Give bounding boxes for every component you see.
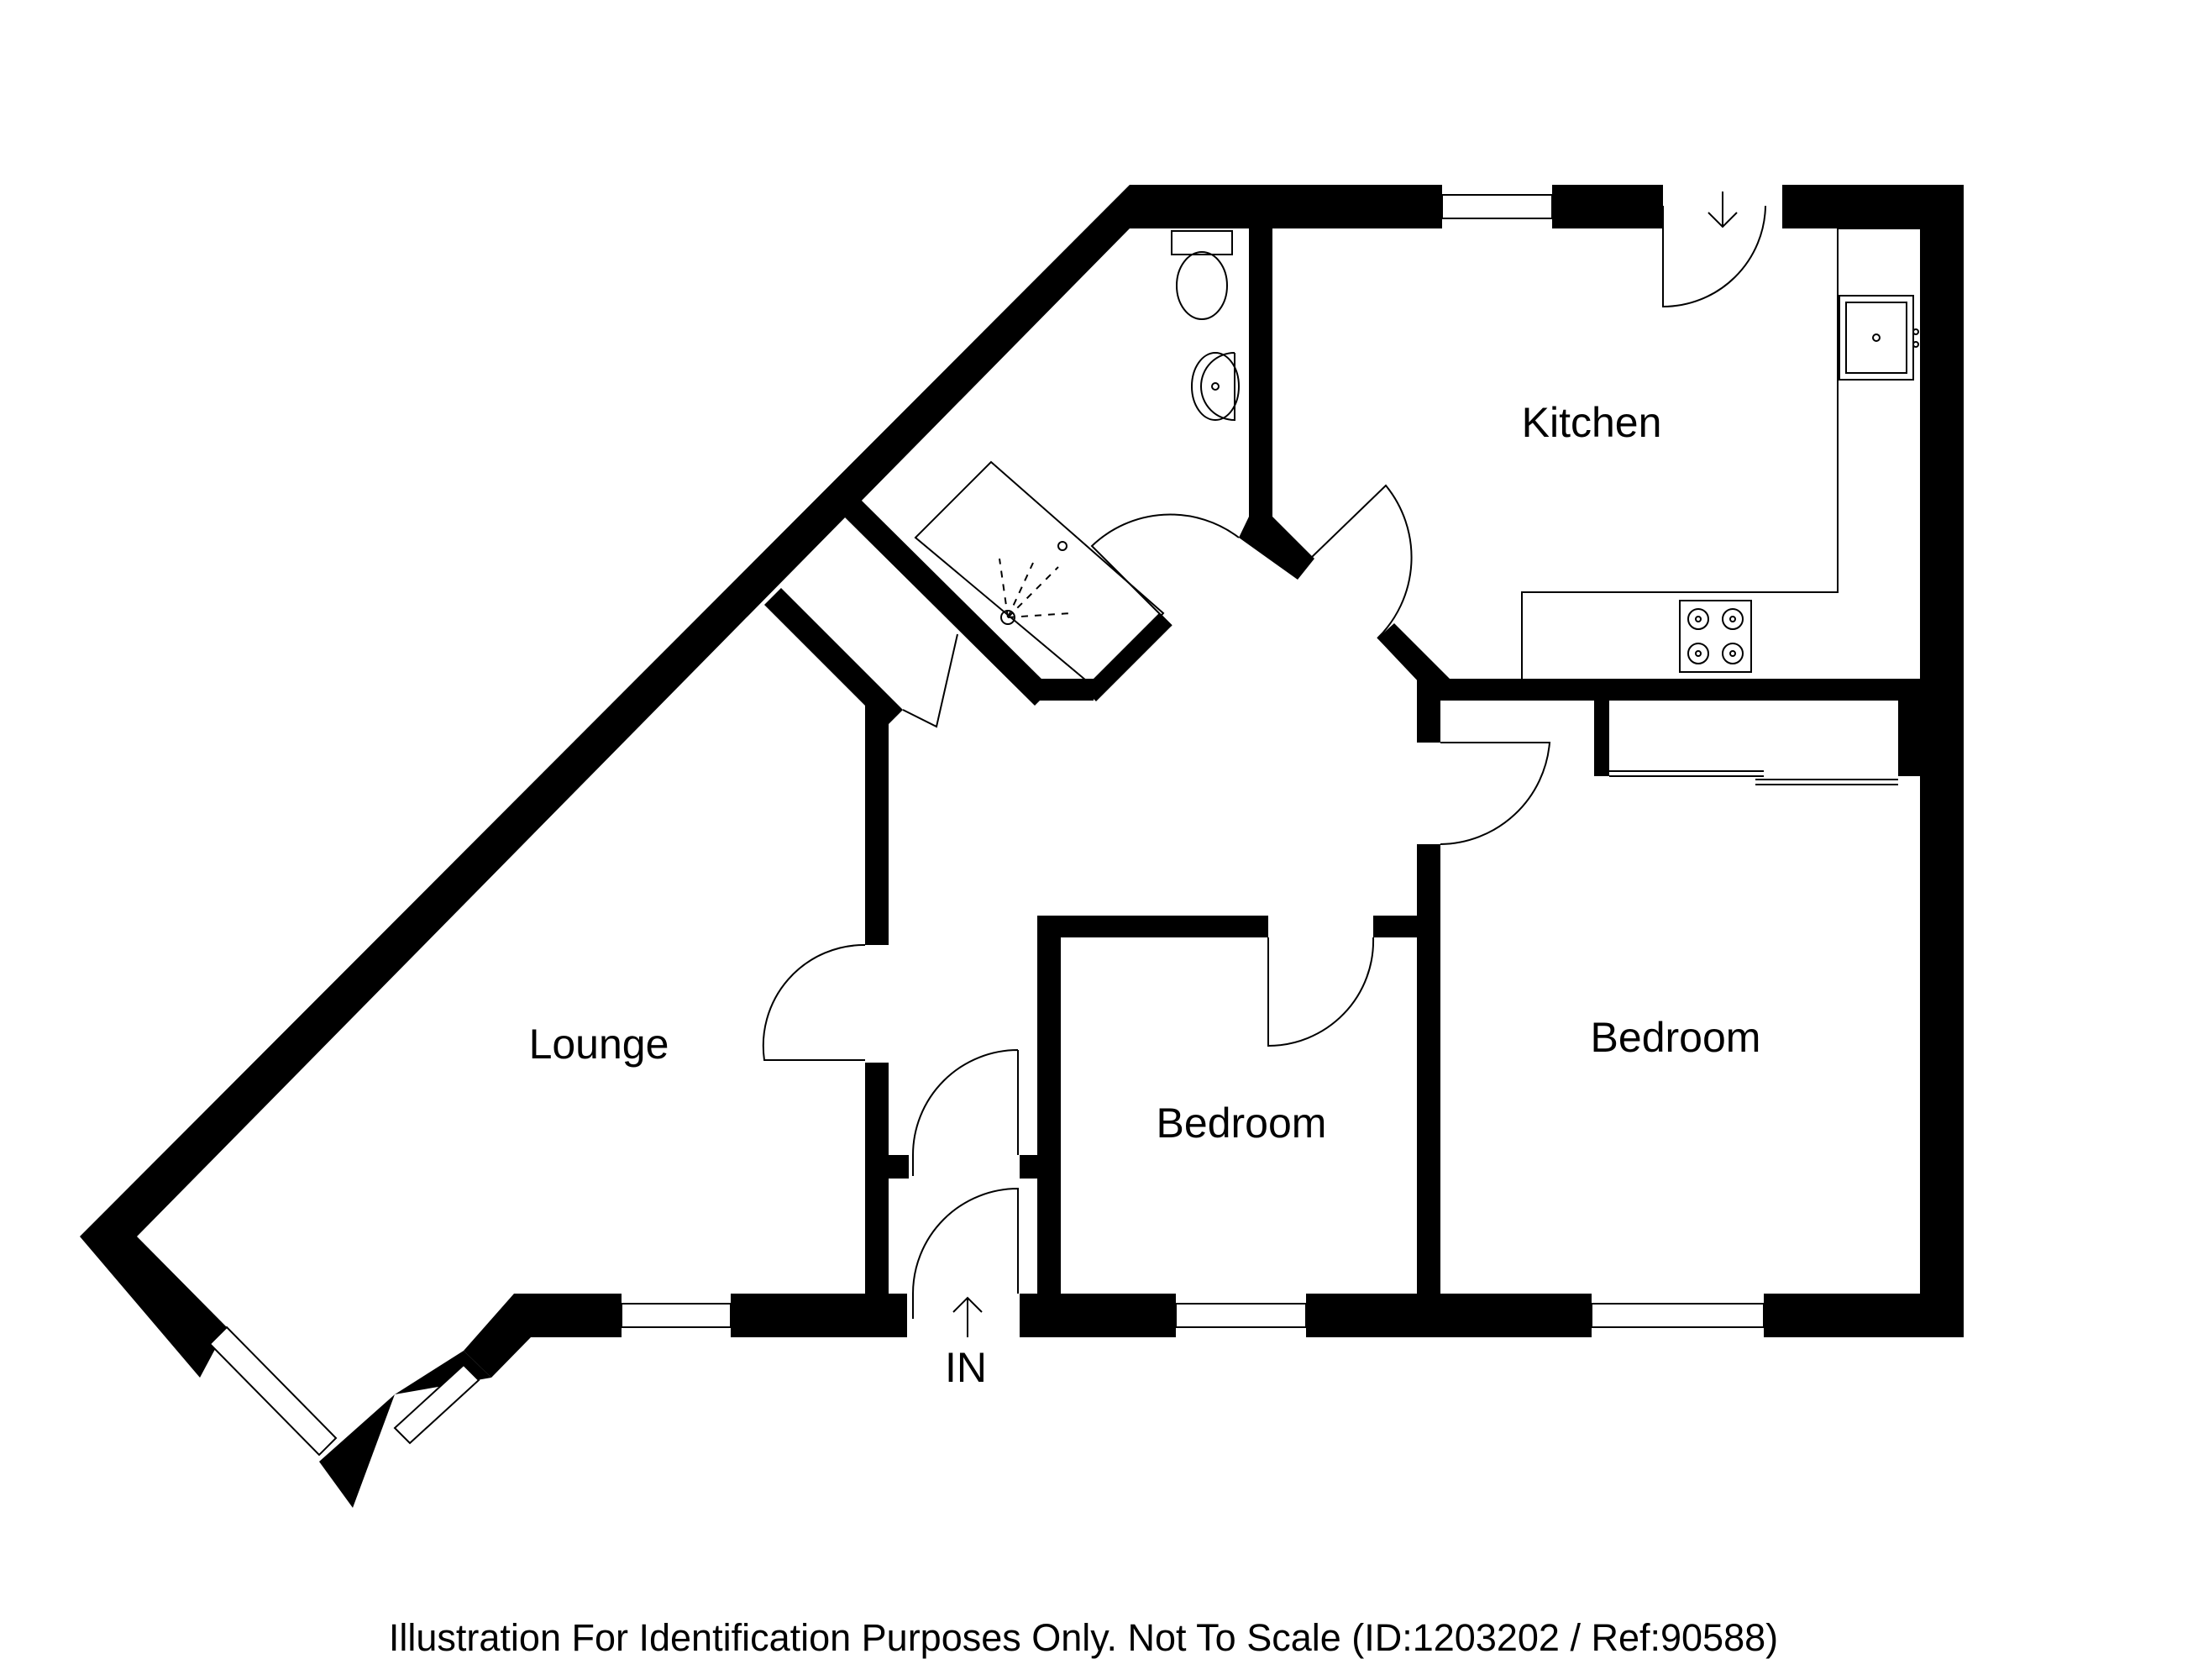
- window-lounge-bay-1: [208, 1326, 338, 1457]
- door-bathroom[interactable]: [1090, 513, 1240, 627]
- entrance-label: IN: [945, 1344, 987, 1391]
- arrow-down-icon: [1708, 192, 1738, 228]
- window-lounge: [621, 1303, 732, 1328]
- window-bedroom-small: [1175, 1303, 1307, 1328]
- window-lounge-bay-2: [393, 1363, 480, 1445]
- door-lounge[interactable]: [762, 943, 866, 1061]
- window-kitchen: [1441, 194, 1553, 219]
- door-bedroom-large[interactable]: [1440, 742, 1551, 845]
- door-inner-hall[interactable]: [912, 1049, 1019, 1176]
- room-label-lounge: Lounge: [529, 1021, 669, 1068]
- door-kitchen[interactable]: [1309, 484, 1413, 639]
- door-kitchen-external[interactable]: [1662, 205, 1766, 308]
- disclaimer-text: Illustration For Identification Purposes…: [389, 1616, 1778, 1659]
- window-bedroom-large: [1591, 1303, 1765, 1328]
- interior-walls: [764, 228, 1920, 1294]
- room-label-kitchen: Kitchen: [1522, 399, 1662, 446]
- outer-walls: [80, 185, 1964, 1508]
- arrow-up-icon: [952, 1296, 983, 1337]
- room-label-bedroom-small: Bedroom: [1157, 1100, 1327, 1147]
- wardrobe-doors[interactable]: [1609, 770, 1898, 785]
- doors: [762, 205, 1766, 1319]
- door-entrance[interactable]: [912, 1187, 1019, 1319]
- door-cupboard[interactable]: [902, 633, 958, 728]
- fixtures: [914, 228, 1920, 785]
- toilet-icon: [1171, 230, 1233, 320]
- room-label-bedroom-large: Bedroom: [1591, 1014, 1761, 1061]
- basin-icon: [1191, 352, 1240, 422]
- windows: [208, 194, 1765, 1457]
- hob-icon: [1679, 600, 1752, 673]
- sink-icon: [1839, 295, 1919, 381]
- kitchen-worktop: [1521, 228, 1920, 679]
- shower-icon: [914, 460, 1165, 690]
- door-bedroom-small[interactable]: [1267, 937, 1375, 1047]
